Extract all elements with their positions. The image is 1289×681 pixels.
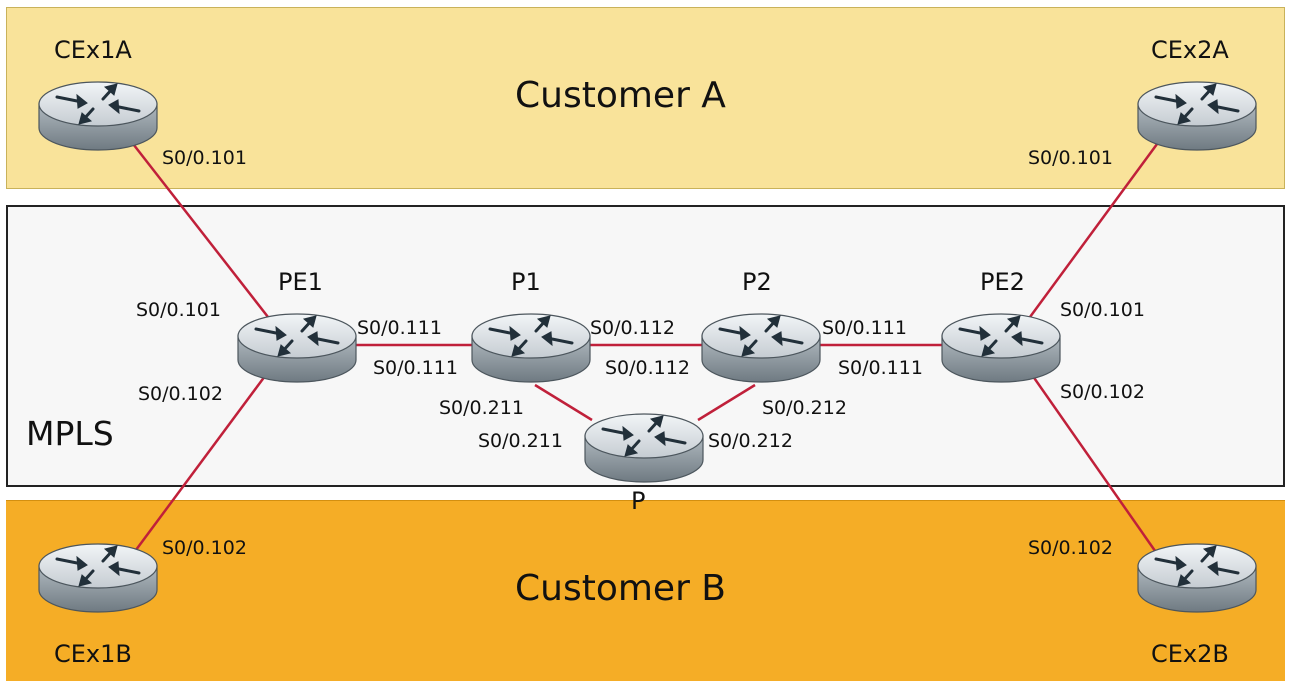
link-pe2-cex2a [1028,139,1162,318]
if-pe1-111: S0/0.111 [357,317,442,339]
customer-b-zone [6,500,1285,681]
if-p-211: S0/0.211 [478,430,563,452]
if-p2-112: S0/0.112 [605,357,690,379]
link-cex1b-pe1 [128,371,270,559]
router-p2[interactable] [700,310,822,384]
router-icon [37,78,159,152]
label-p1: P1 [511,268,541,296]
link-p2-p [697,383,756,422]
if-cex1a-101: S0/0.101 [162,147,247,169]
router-cex2a[interactable] [1136,78,1258,152]
customer-b-title: Customer B [515,568,727,609]
if-p2-212: S0/0.212 [762,397,847,419]
router-icon [940,310,1062,384]
customer-a-title: Customer A [515,75,726,116]
router-pe2[interactable] [940,310,1062,384]
if-pe2-102: S0/0.102 [1060,381,1145,403]
router-icon [470,310,592,384]
if-cex2a-101: S0/0.101 [1028,147,1113,169]
if-pe2-101: S0/0.101 [1060,299,1145,321]
if-pe1-101: S0/0.101 [136,299,221,321]
if-pe2-111: S0/0.111 [838,357,923,379]
label-pe2: PE2 [980,268,1025,296]
router-icon [37,540,159,614]
router-cex1a[interactable] [37,78,159,152]
router-icon [236,310,358,384]
label-pe1: PE1 [278,268,323,296]
if-cex2b-102: S0/0.102 [1028,537,1113,559]
label-cex2a: CEx2A [1151,36,1229,64]
link-pe2-cex2b [1028,371,1162,559]
link-cex1a-pe1 [129,139,269,318]
router-p[interactable] [583,410,705,484]
if-p1-111: S0/0.111 [373,357,458,379]
label-p2: P2 [742,268,772,296]
label-cex1a: CEx1A [54,36,132,64]
router-icon [583,410,705,484]
if-p-212: S0/0.212 [708,430,793,452]
router-p1[interactable] [470,310,592,384]
router-cex1b[interactable] [37,540,159,614]
if-p1-211: S0/0.211 [439,397,524,419]
label-p: P [631,487,646,515]
router-pe1[interactable] [236,310,358,384]
if-p2-111: S0/0.111 [822,317,907,339]
router-icon [1136,78,1258,152]
if-pe1-102: S0/0.102 [138,383,223,405]
label-cex1b: CEx1B [54,640,132,668]
mpls-title: MPLS [26,414,114,453]
router-icon [1136,540,1258,614]
label-cex2b: CEx2B [1151,640,1229,668]
router-icon [700,310,822,384]
customer-a-zone [6,7,1285,189]
if-cex1b-102: S0/0.102 [162,537,247,559]
router-cex2b[interactable] [1136,540,1258,614]
link-p1-p [534,383,593,422]
if-p1-112: S0/0.112 [590,317,675,339]
